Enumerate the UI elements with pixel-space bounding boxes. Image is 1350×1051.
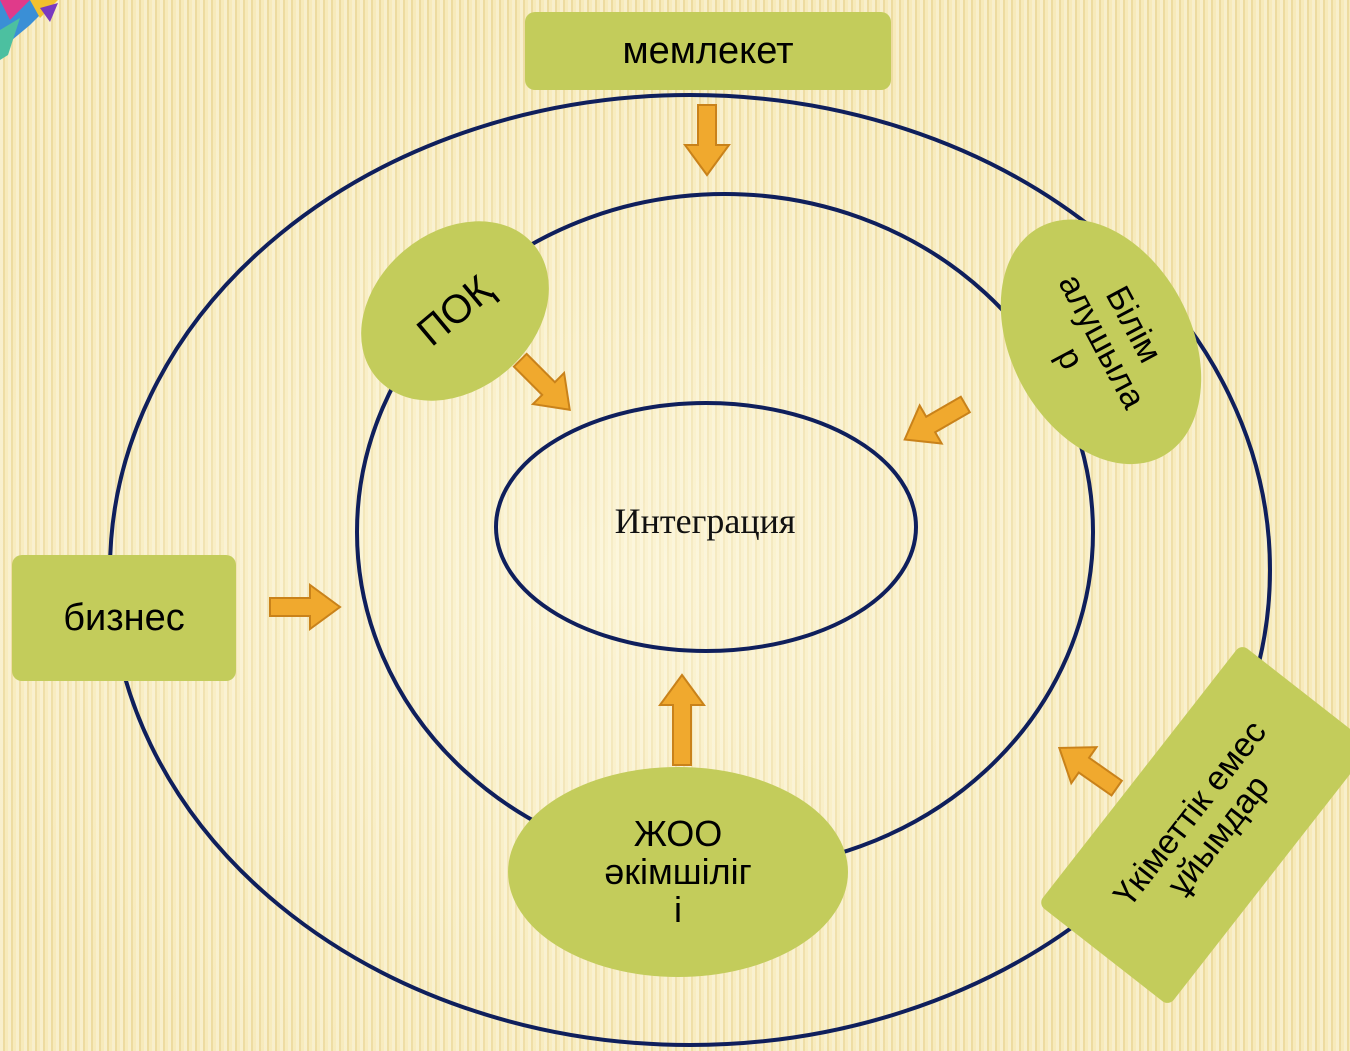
arrow-from-ngo (1057, 746, 1124, 797)
node-pok-label: ПОҚ (408, 267, 501, 355)
arrow-from-business (269, 583, 342, 631)
arrow-from-pok (512, 352, 571, 411)
center-label: Интеграция (614, 501, 796, 541)
arrow-down-from-state (683, 104, 731, 177)
inner-circle (494, 401, 918, 653)
arrow-up-from-admin (658, 673, 706, 766)
node-state: мемлекет (525, 12, 891, 90)
node-business: бизнес (12, 555, 236, 681)
node-business-label: бизнес (63, 596, 185, 639)
node-learners-label: Білім алушыла р (1048, 267, 1169, 415)
node-university-admin: ЖОО әкімшіліг і (508, 767, 848, 977)
node-state-label: мемлекет (622, 29, 794, 72)
node-university-admin-label: ЖОО әкімшіліг і (604, 813, 752, 930)
corner-decoration (0, 0, 58, 60)
arrow-from-learners (903, 395, 972, 445)
